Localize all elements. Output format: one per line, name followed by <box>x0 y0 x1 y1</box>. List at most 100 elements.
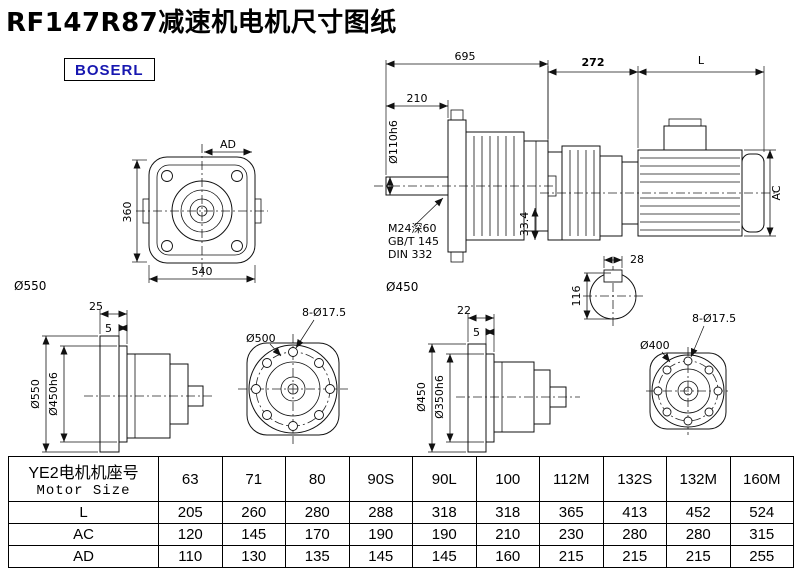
dim-ad: AD <box>220 138 236 151</box>
value-cell: 260 <box>221 501 286 524</box>
value-cell: 215 <box>602 545 667 568</box>
value-cell: 413 <box>602 501 667 524</box>
value-cell: 145 <box>348 545 413 568</box>
bolt-holes-b <box>251 347 335 431</box>
table-row-ad: AD 110 130 135 145 145 160 215 215 215 2… <box>8 545 794 568</box>
label-dia350h6-c: Ø350h6 <box>433 375 446 419</box>
dim-272: 272 <box>582 56 605 69</box>
value-cell: 170 <box>285 523 350 546</box>
label-holes-d: 8-Ø17.5 <box>692 312 736 325</box>
value-cell: 110 <box>158 545 223 568</box>
label-dia550-flange-a: Ø550 <box>29 379 42 409</box>
value-cell: 205 <box>158 501 223 524</box>
table-row-l: L 205 260 280 288 318 318 365 413 452 52… <box>8 501 794 524</box>
label-dia450-c: Ø450 <box>415 382 428 412</box>
label-dia450h6-a: Ø450h6 <box>47 372 60 416</box>
dim-210: 210 <box>407 92 428 105</box>
brand-logo: BOSERL <box>64 58 155 81</box>
note-tap: M24深60 <box>388 222 437 235</box>
shaft-section-view: 28 116 <box>570 253 644 326</box>
technical-drawing: AD 360 540 Ø550 <box>14 50 783 453</box>
value-cell: 255 <box>729 545 794 568</box>
value-cell: 452 <box>666 501 731 524</box>
table-title-en: Motor Size <box>36 483 131 499</box>
dim-25: 25 <box>89 300 103 313</box>
label-dia500: Ø500 <box>246 332 276 345</box>
flange-side-view-a: 25 5 Ø550 Ø450h6 <box>29 300 212 453</box>
row-label: AC <box>8 523 159 546</box>
terminal-box <box>663 125 707 151</box>
value-cell: 230 <box>539 523 604 546</box>
motor-size-table: YE2电机机座号 Motor Size 63 71 80 90S 90L 100… <box>8 456 794 568</box>
note-gbt: GB/T 145 <box>388 235 439 248</box>
dim-5-c: 5 <box>473 326 480 339</box>
value-cell: 288 <box>348 501 413 524</box>
size-col-header: 80 <box>285 456 350 502</box>
value-cell: 135 <box>285 545 350 568</box>
dim-22: 22 <box>457 304 471 317</box>
flange-outline-d <box>649 352 727 430</box>
dim-695: 695 <box>455 50 476 63</box>
dim-28: 28 <box>630 253 644 266</box>
note-din: DIN 332 <box>388 248 432 261</box>
size-col-header: 112M <box>539 456 604 502</box>
motor-view: 272 L AC <box>540 54 783 241</box>
motor-size-header-cell: YE2电机机座号 Motor Size <box>8 456 159 502</box>
table-title-cn: YE2电机机座号 <box>28 465 139 482</box>
housing-ribs <box>473 136 515 236</box>
label-dia550-front: Ø550 <box>14 279 46 293</box>
value-cell: 160 <box>475 545 540 568</box>
front-view: AD 360 540 Ø550 <box>14 138 268 293</box>
reducer-ribs <box>569 150 595 236</box>
table-row-ac: AC 120 145 170 190 190 210 230 280 280 3… <box>8 523 794 546</box>
value-cell: 318 <box>475 501 540 524</box>
dim-ac: AC <box>770 185 783 200</box>
size-col-header: 132S <box>602 456 667 502</box>
dim-33-4: 33.4 <box>518 212 531 237</box>
dim-116: 116 <box>570 286 583 307</box>
value-cell: 215 <box>539 545 604 568</box>
dim-360: 360 <box>121 202 134 223</box>
flange-face-view-d: Ø400 8-Ø17.5 <box>640 312 736 435</box>
fan-cowl <box>741 153 765 233</box>
value-cell: 190 <box>348 523 413 546</box>
value-cell: 280 <box>666 523 731 546</box>
flange-side-view-c: 22 5 Ø450 Ø350h6 <box>415 304 580 453</box>
value-cell: 524 <box>729 501 794 524</box>
dim-5-a: 5 <box>105 322 112 335</box>
page-title: RF147R87减速机电机尺寸图纸 <box>6 8 397 38</box>
size-col-header: 100 <box>475 456 540 502</box>
value-cell: 130 <box>221 545 286 568</box>
value-cell: 145 <box>412 545 477 568</box>
label-dia450-side: Ø450 <box>386 280 418 294</box>
label-shaft-dia: Ø110h6 <box>387 120 400 164</box>
size-col-header: 63 <box>158 456 223 502</box>
bolt-holes-d <box>653 356 723 426</box>
size-col-header: 160M <box>729 456 794 502</box>
value-cell: 215 <box>666 545 731 568</box>
dim-l: L <box>698 54 705 67</box>
size-col-header: 90S <box>348 456 413 502</box>
value-cell: 280 <box>602 523 667 546</box>
value-cell: 365 <box>539 501 604 524</box>
size-col-header: 90L <box>412 456 477 502</box>
size-col-header: 71 <box>221 456 286 502</box>
size-col-header: 132M <box>666 456 731 502</box>
flange-outline-b <box>246 342 340 436</box>
row-label: AD <box>8 545 159 568</box>
row-label: L <box>8 501 159 524</box>
value-cell: 120 <box>158 523 223 546</box>
value-cell: 190 <box>412 523 477 546</box>
value-cell: 315 <box>729 523 794 546</box>
label-holes-b: 8-Ø17.5 <box>302 306 346 319</box>
motor-fins <box>640 157 740 231</box>
value-cell: 210 <box>475 523 540 546</box>
flange-plate-a <box>99 335 120 453</box>
flange-plate-c <box>467 343 487 453</box>
table-header-row: YE2电机机座号 Motor Size 63 71 80 90S 90L 100… <box>8 456 794 502</box>
value-cell: 318 <box>412 501 477 524</box>
label-dia400: Ø400 <box>640 339 670 352</box>
dim-540: 540 <box>192 265 213 278</box>
value-cell: 280 <box>285 501 350 524</box>
